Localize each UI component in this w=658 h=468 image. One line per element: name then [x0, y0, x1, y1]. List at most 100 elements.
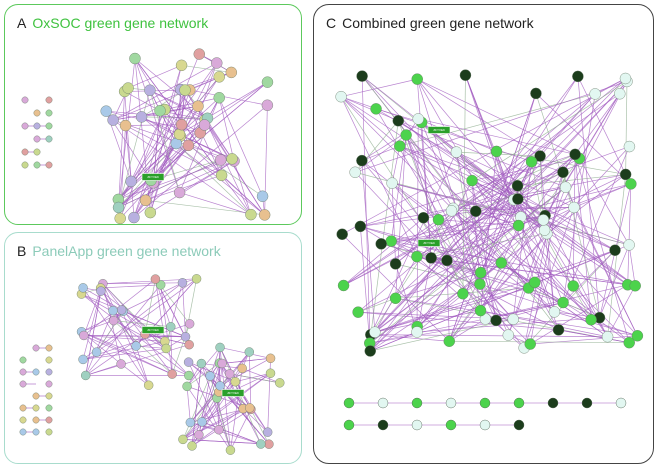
gene-node: [182, 139, 195, 152]
gene-node: [265, 353, 276, 364]
gene-node: [173, 186, 186, 199]
gene-node: [581, 397, 593, 409]
gene-node: [33, 135, 41, 143]
gene-node: [178, 434, 188, 445]
gene-node: [529, 276, 541, 289]
gene-node: [258, 209, 271, 221]
network-edge: [141, 116, 233, 160]
network-edge: [421, 122, 509, 336]
network-edge: [170, 326, 173, 375]
gene-node: [144, 206, 157, 219]
gene-node: [568, 201, 580, 214]
gene-node: [479, 397, 491, 409]
network-edge: [361, 76, 371, 352]
network-edge: [554, 311, 638, 337]
network-edge: [204, 81, 268, 126]
network-edge: [209, 375, 231, 451]
gene-node: [45, 356, 53, 364]
network-edge: [141, 89, 186, 118]
network-edge: [121, 309, 137, 347]
gene-node: [601, 331, 614, 343]
gene-node: [114, 212, 126, 225]
gene-node: [215, 381, 225, 391]
gene-node: [256, 439, 266, 449]
network-edge: [182, 439, 269, 445]
network-edge: [395, 135, 407, 299]
network-edge: [452, 208, 600, 318]
panel-a-letter: A: [17, 15, 27, 31]
network-edge: [480, 215, 546, 311]
gene-node: [336, 228, 348, 240]
network-edge: [181, 64, 232, 73]
network-edge: [418, 118, 497, 152]
network-edge: [475, 210, 519, 226]
network-edge: [369, 318, 514, 344]
network-edge: [370, 334, 450, 342]
gene-node: [479, 419, 491, 431]
gene-node: [215, 169, 228, 182]
gene-node: [377, 419, 389, 431]
network-edge: [446, 154, 576, 261]
highlight-gene-box: [417, 239, 441, 247]
gene-node: [441, 254, 453, 267]
network-edge: [451, 146, 630, 212]
gene-node: [96, 286, 106, 296]
network-edge: [471, 81, 628, 181]
gene-node: [21, 161, 29, 169]
network-edge: [125, 124, 182, 126]
gene-node: [166, 322, 176, 332]
gene-node: [144, 84, 156, 96]
gene-node: [609, 244, 621, 256]
gene-node: [502, 329, 514, 341]
gene-node: [33, 148, 41, 156]
network-edge: [188, 145, 263, 197]
gene-node: [196, 358, 207, 369]
network-edge: [544, 81, 628, 216]
gene-node: [537, 214, 550, 226]
network-edge: [544, 215, 616, 251]
network-edge: [141, 116, 208, 119]
gene-node: [108, 315, 119, 326]
network-edge: [448, 93, 537, 342]
network-edge: [150, 90, 186, 213]
gene-node: [45, 122, 53, 130]
network-edge: [235, 372, 271, 383]
network-edge: [462, 75, 466, 294]
network-edge: [546, 81, 628, 234]
gene-node: [45, 344, 53, 352]
network-edge: [485, 284, 628, 320]
network-edge: [343, 171, 564, 286]
network-edge: [416, 257, 432, 333]
gene-node: [275, 378, 285, 388]
network-edge: [370, 334, 608, 338]
gene-node: [524, 338, 536, 350]
network-edge: [355, 171, 630, 246]
network-edge: [343, 93, 620, 286]
network-edge: [374, 282, 535, 333]
network-edge: [471, 158, 580, 181]
network-edge: [558, 329, 630, 344]
gene-node: [230, 376, 240, 387]
gene-node: [167, 369, 177, 379]
gene-node: [237, 363, 247, 374]
network-edge: [416, 198, 519, 257]
highlight-gene-box: [221, 389, 245, 397]
network-edge: [100, 284, 161, 289]
gene-node: [385, 235, 397, 247]
gene-node: [213, 71, 225, 83]
gene-node: [432, 213, 445, 226]
network-edge: [627, 183, 632, 285]
gene-node: [335, 90, 347, 103]
gene-node: [557, 296, 569, 309]
gene-node: [443, 335, 455, 347]
network-edge: [529, 172, 564, 345]
gene-node: [213, 92, 225, 104]
network-edge: [530, 284, 628, 345]
gene-node: [91, 347, 102, 357]
network-edge: [96, 278, 197, 353]
gene-node: [629, 280, 641, 292]
network-edge: [465, 75, 522, 218]
network-edge: [85, 284, 161, 376]
